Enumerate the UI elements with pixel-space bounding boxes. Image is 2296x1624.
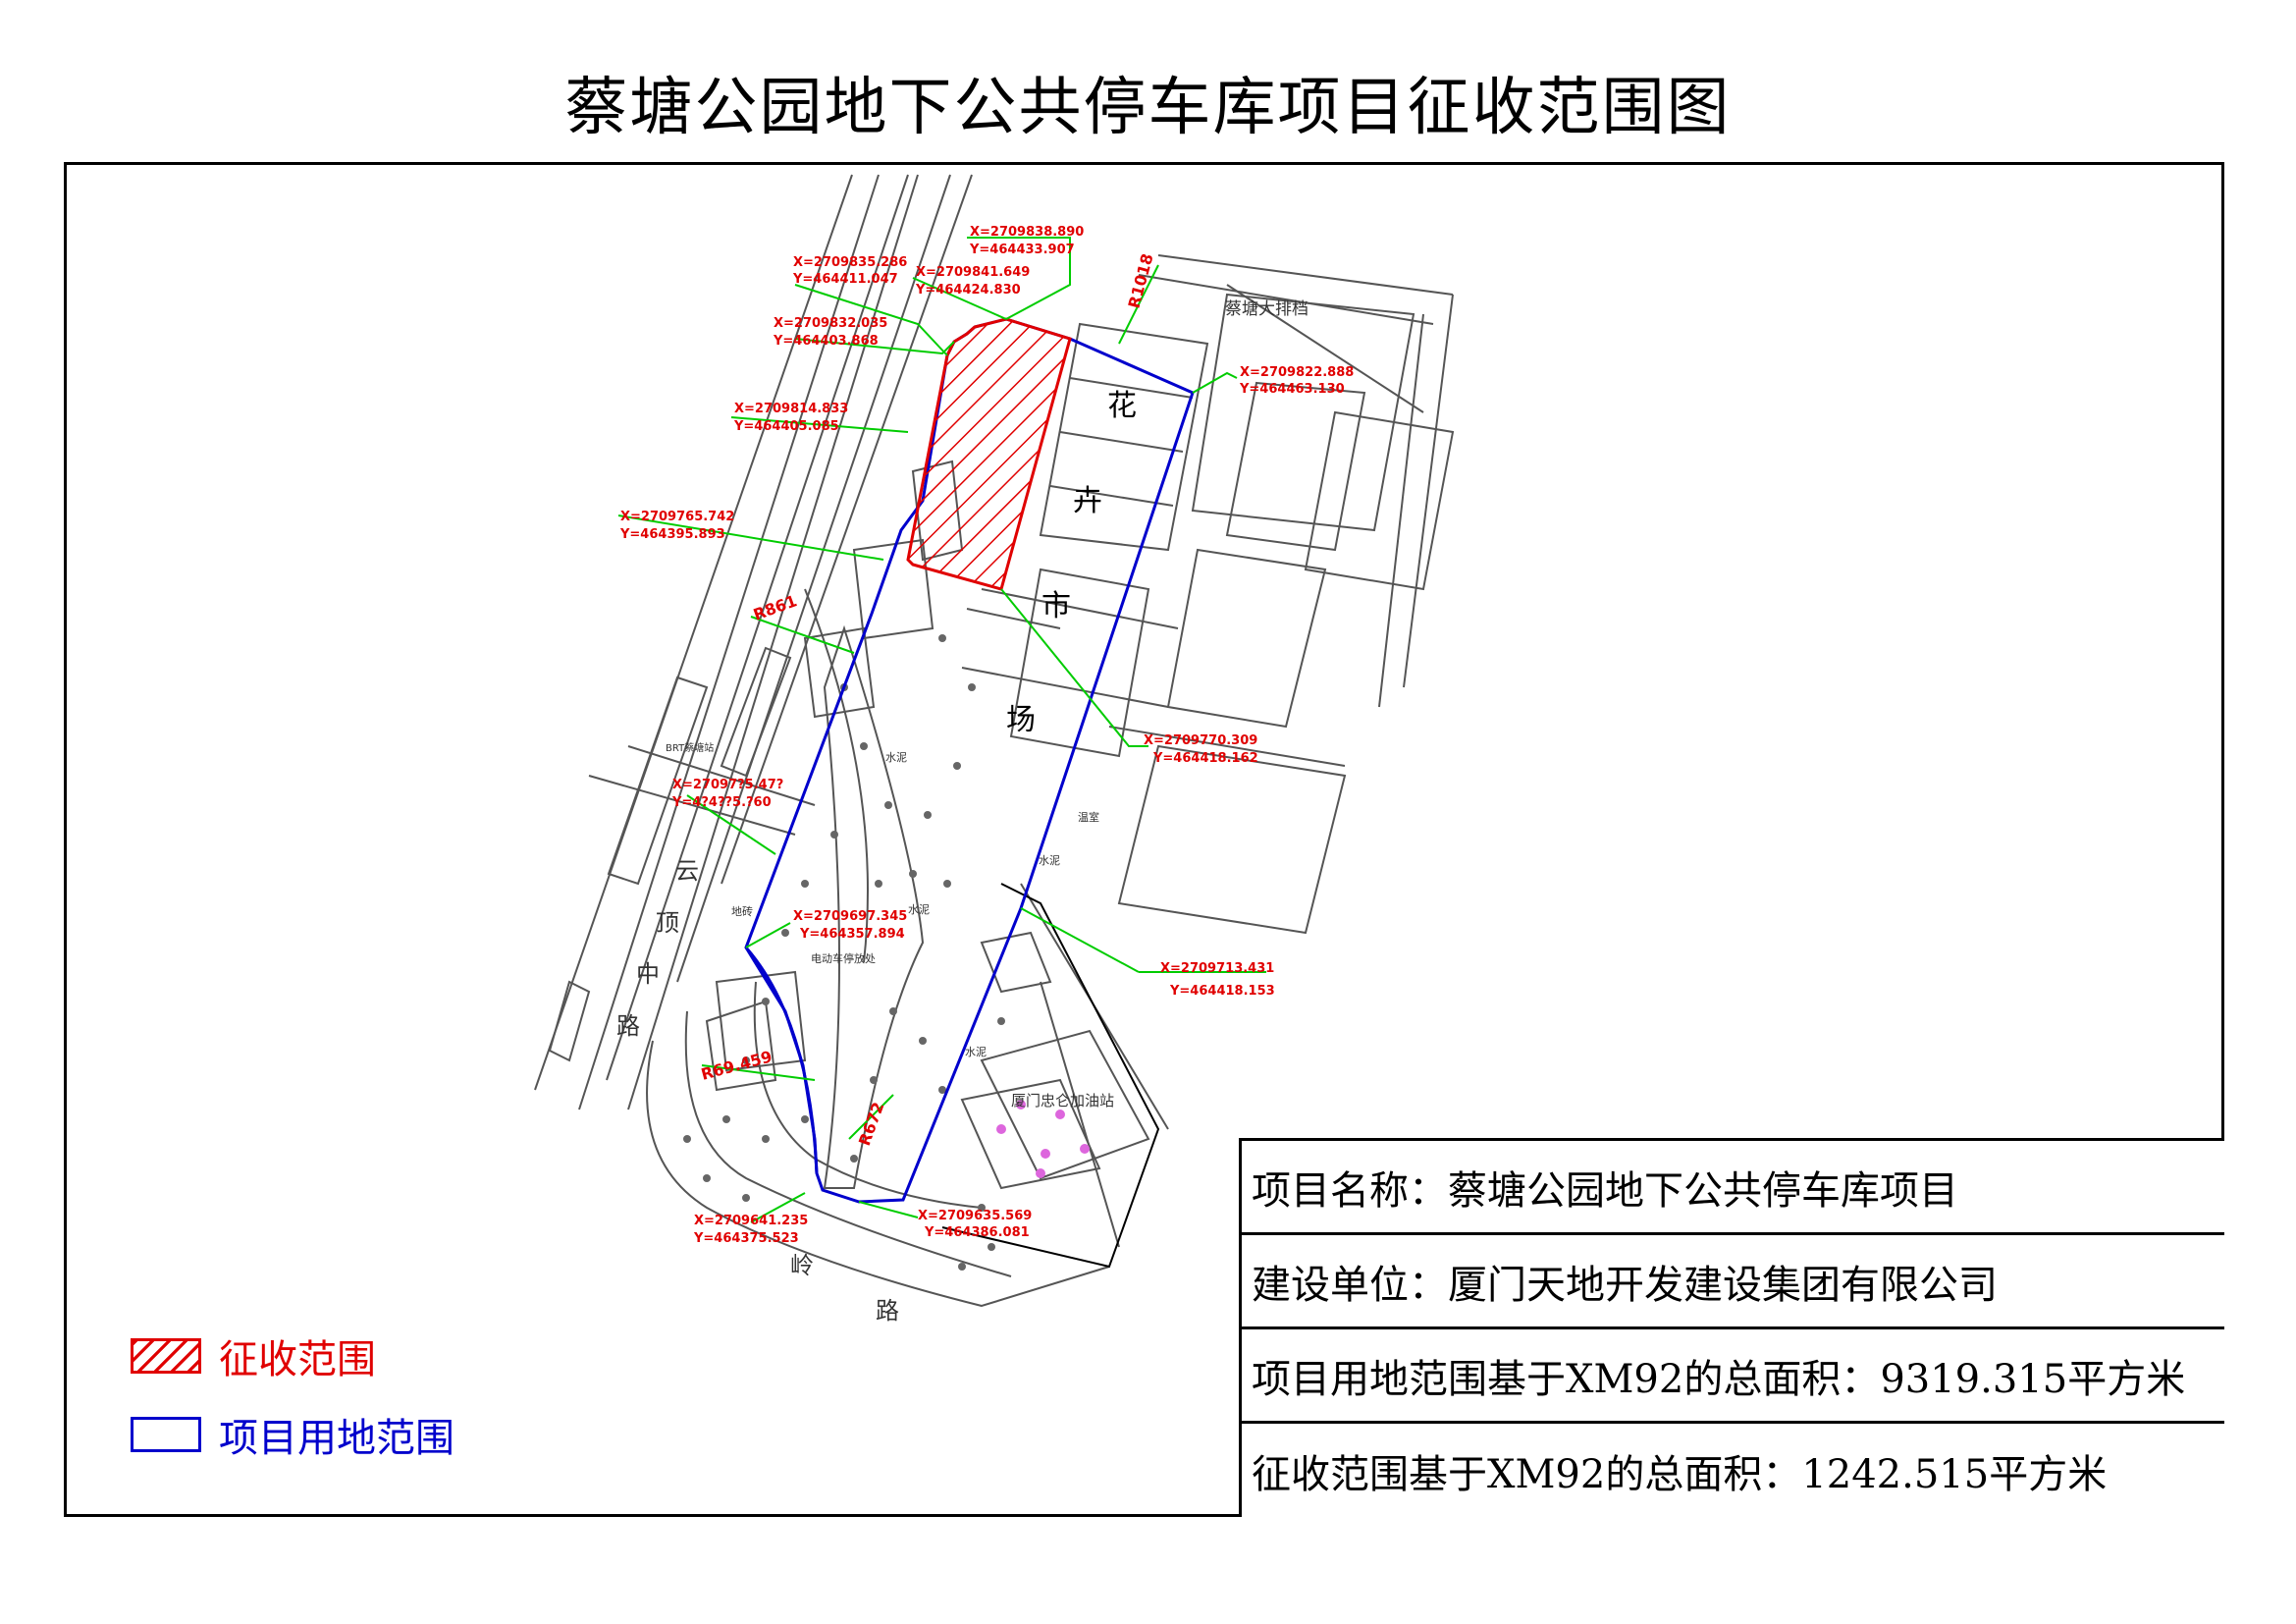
coord-3-x: X=2709841.649	[916, 265, 1030, 280]
coord-9-x: X=27097?5.47?	[672, 778, 783, 792]
label-bike-parking: 电动车停放处	[811, 951, 876, 965]
coord-4-y: Y=464403.868	[773, 334, 879, 349]
label-cement-4: 水泥	[1039, 854, 1060, 867]
coord-12-y: Y=464375.523	[693, 1231, 799, 1246]
road-yunding-2: 顶	[656, 909, 679, 937]
project-area-row: 项目用地范围基于XM92的总面积：9319.315平方米	[1242, 1329, 2224, 1424]
label-cement-1: 水泥	[885, 751, 907, 764]
coord-8-y: Y=464418.162	[1152, 751, 1258, 766]
road-yunding-3: 中	[636, 960, 660, 988]
map-frame	[64, 162, 2224, 1517]
road-ling-1: 岭	[790, 1252, 814, 1279]
area-label-chang: 场	[1006, 703, 1036, 737]
boundary-arc	[744, 947, 819, 1174]
base-map	[534, 174, 1455, 1308]
coord-2-x: X=2709835.286	[793, 255, 907, 270]
pump-markers	[996, 1100, 1090, 1178]
acquisition-area	[906, 317, 1072, 591]
radius-label-r672: R672	[855, 1100, 887, 1148]
coord-1-y: Y=464433.907	[969, 243, 1075, 257]
label-cement-3: 水泥	[965, 1046, 987, 1058]
coord-1-x: X=2709838.890	[970, 225, 1084, 240]
road-ling-2: 路	[876, 1297, 899, 1325]
acquisition-area-row: 征收范围基于XM92的总面积：1242.515平方米	[1252, 1452, 2108, 1497]
label-greenhouse: 温室	[1078, 810, 1099, 824]
coord-8-x: X=2709770.309	[1144, 733, 1257, 748]
coord-5-y: Y=464463.130	[1239, 382, 1345, 397]
coord-10-x: X=2709697.345	[793, 909, 907, 924]
outline-swatch-icon	[131, 1417, 201, 1452]
page-title: 蔡塘公园地下公共停车库项目征收范围图	[564, 72, 1732, 144]
coord-11-y: Y=464418.153	[1169, 984, 1275, 999]
coord-3-y: Y=464424.830	[915, 283, 1021, 298]
label-gas-station: 厦门忠仑加油站	[1011, 1092, 1114, 1110]
coord-6-x: X=2709814.833	[734, 402, 848, 416]
road-yunding-4: 路	[616, 1012, 640, 1040]
project-name-row: 项目名称：蔡塘公园地下公共停车库项目	[1242, 1141, 2224, 1235]
area-label-hui: 卉	[1073, 484, 1102, 518]
coord-13-x: X=2709635.569	[918, 1209, 1032, 1223]
legend-acquisition: 征收范围	[131, 1327, 376, 1384]
coord-5-x: X=2709822.888	[1240, 365, 1354, 380]
builder-row: 建设单位：厦门天地开发建设集团有限公司	[1242, 1235, 2224, 1329]
label-brt-station: BRT蔡塘站	[666, 741, 714, 754]
hatch-swatch-icon	[131, 1338, 201, 1374]
coord-13-y: Y=464386.081	[924, 1225, 1030, 1240]
coord-9-y: Y=4?4??5.?60	[671, 795, 772, 810]
info-table: 项目名称：蔡塘公园地下公共停车库项目 建设单位：厦门天地开发建设集团有限公司 项…	[1239, 1138, 2224, 1517]
radius-label-r861: R861	[751, 591, 799, 623]
leader-lines	[617, 237, 1266, 1223]
coord-7-y: Y=464395.893	[619, 527, 725, 542]
label-cement-2: 水泥	[908, 903, 930, 916]
area-label-shi: 市	[1041, 589, 1071, 623]
coord-6-y: Y=464405.085	[733, 419, 839, 434]
radius-label-r1018: R1018	[1125, 251, 1157, 310]
coord-7-x: X=2709765.742	[620, 510, 734, 524]
area-label-hua: 花	[1107, 389, 1137, 423]
coord-2-y: Y=464411.047	[792, 272, 898, 287]
coord-10-y: Y=464357.894	[799, 927, 905, 942]
legend-project: 项目用地范围	[131, 1406, 454, 1463]
label-restaurant: 蔡塘大排档	[1225, 299, 1308, 319]
coord-11-x: X=2709713.431	[1160, 961, 1274, 976]
coord-12-x: X=2709641.235	[694, 1214, 808, 1228]
legend-project-label: 项目用地范围	[219, 1416, 454, 1461]
coord-4-x: X=2709832.035	[774, 316, 887, 331]
label-ground-brick: 地砖	[731, 904, 753, 918]
legend-acquisition-label: 征收范围	[219, 1337, 376, 1382]
road-yunding-1: 云	[675, 857, 699, 885]
